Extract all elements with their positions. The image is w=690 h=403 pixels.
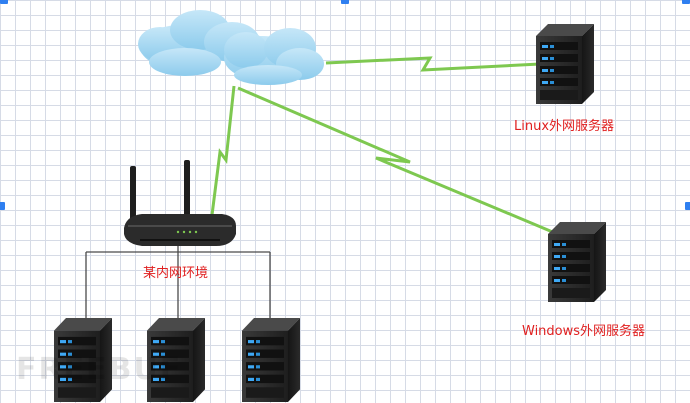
selection-handle-middle-right[interactable] bbox=[685, 202, 690, 210]
linux-server-label: Linux外网服务器 bbox=[514, 119, 615, 134]
selection-handle-middle-left[interactable] bbox=[0, 202, 5, 210]
internal-network-wiring bbox=[85, 240, 271, 322]
cloud-icon bbox=[138, 10, 324, 85]
internal-network-label: 某内网环境 bbox=[143, 266, 209, 281]
internal-server-3-icon bbox=[242, 318, 300, 402]
link-cloud-to-linux bbox=[325, 56, 541, 72]
windows-server-label: Windows外网服务器 bbox=[522, 324, 646, 339]
selection-handle-top-left[interactable] bbox=[0, 0, 8, 4]
linux-server-icon bbox=[536, 24, 594, 104]
router-icon bbox=[124, 160, 236, 246]
watermark: FREEBUF bbox=[16, 352, 183, 387]
selection-handle-top-center[interactable] bbox=[341, 0, 349, 4]
link-cloud-to-windows bbox=[237, 86, 556, 235]
selection-handle-top-right[interactable] bbox=[682, 0, 690, 4]
windows-server-icon bbox=[548, 222, 606, 302]
link-cloud-to-router bbox=[210, 85, 236, 216]
